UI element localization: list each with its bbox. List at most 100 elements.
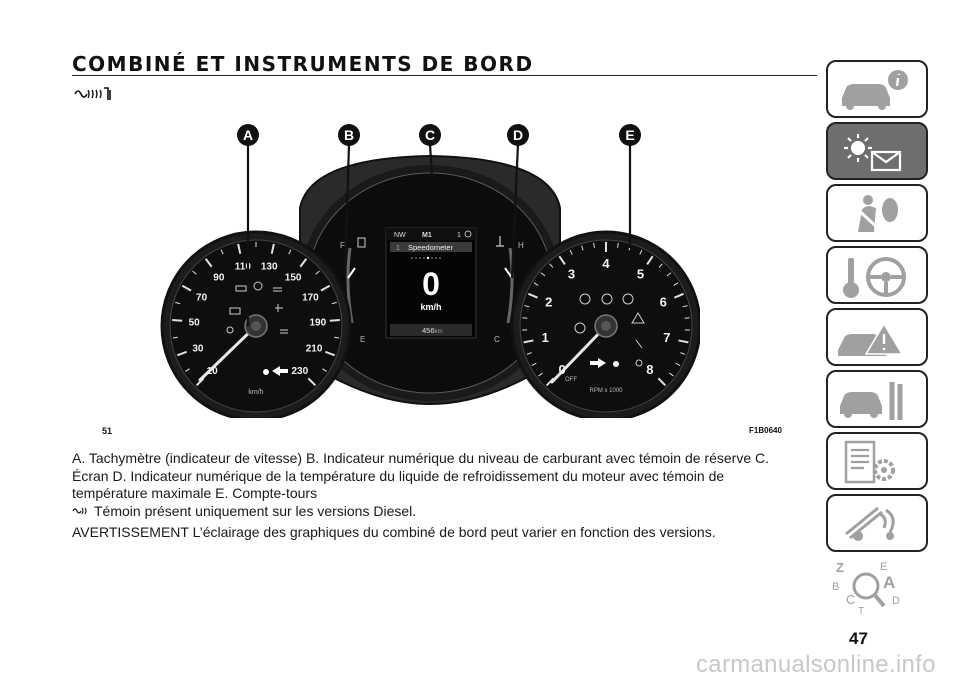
watermark: carmanualsonline.info — [696, 651, 936, 678]
title-rule — [72, 75, 817, 76]
speedometer-label: 170 — [302, 292, 319, 303]
caption-warning: AVERTISSEMENT L’éclairage des graphiques… — [72, 524, 716, 540]
caption-diesel-text: Témoin présent uniquement sur les versio… — [94, 502, 417, 519]
speedometer-label: 110 — [235, 261, 252, 272]
light-icon — [613, 361, 619, 367]
tab-servicing[interactable] — [826, 370, 928, 428]
figure-caption: A. Tachymètre (indicateur de vitesse) B.… — [72, 450, 792, 542]
display-odometer-unit: km — [435, 329, 443, 335]
speedometer-label: 190 — [309, 318, 326, 329]
display-menu-index: 1 — [396, 245, 400, 252]
display-menu-title: Speedometer — [408, 243, 454, 252]
tab-index[interactable]: Z E B A C D T — [826, 556, 928, 616]
speedometer-label: 70 — [196, 292, 208, 303]
car-service-tools-icon — [840, 382, 903, 420]
page-title: COMBINÉ ET INSTRUMENTS DE BORD — [72, 52, 534, 76]
speedometer-warning-icons — [226, 281, 288, 334]
seatbelt-airbag-icon — [852, 195, 898, 232]
display-light-icon — [464, 230, 472, 238]
speedometer-label: 50 — [189, 318, 201, 329]
display-page-dots — [411, 256, 441, 260]
specs-gear-icon — [844, 440, 895, 484]
turn-right-icon — [590, 358, 606, 368]
key-steering-wheel-icon — [843, 257, 906, 298]
display-speed-value: 0 — [422, 266, 440, 302]
tab-safety[interactable] — [826, 184, 928, 242]
tab-starting-driving[interactable] — [826, 246, 928, 304]
turn-left-icon — [272, 366, 288, 376]
speedometer-label: 230 — [291, 366, 308, 377]
fuel-full-label: F — [340, 241, 345, 250]
tachometer-warning-icons — [574, 293, 645, 367]
diesel-glow-plug-icon — [74, 87, 111, 100]
page-number: 47 — [849, 629, 868, 648]
crash-warning-icon — [838, 322, 904, 356]
callout-badge — [619, 124, 641, 146]
tacho-label: 8 — [646, 362, 653, 377]
callout-markers: A B C D E — [237, 124, 641, 146]
index-letter: Z — [836, 560, 844, 575]
tacho-label: 1 — [542, 330, 549, 345]
callout-badge — [419, 124, 441, 146]
tacho-label: 2 — [545, 294, 552, 309]
fuel-pump-icon — [357, 237, 366, 248]
diesel-glow-plug-icon — [72, 507, 87, 515]
index-letter: E — [880, 561, 887, 573]
speedometer-label: 90 — [213, 272, 225, 283]
index-search-icon: Z E B A C D T — [832, 560, 900, 616]
display-speed-unit: km/h — [420, 302, 441, 312]
display-odometer: 456km — [422, 326, 443, 335]
callout-label: C — [425, 127, 435, 143]
speedometer-label: 10 — [207, 366, 219, 377]
fuel-empty-label: E — [360, 335, 365, 344]
caption-main: A. Tachymètre (indicateur de vitesse) B.… — [72, 450, 769, 501]
callout-label: B — [344, 127, 354, 143]
tachometer-unit: RPM x 1000 — [589, 388, 623, 394]
tacho-label: 4 — [602, 256, 610, 271]
dashboard-lights-message-icon — [844, 134, 902, 172]
index-letter: T — [858, 606, 864, 616]
caption-diesel-note: Témoin présent uniquement sur les versio… — [72, 503, 792, 521]
speedometer-unit: km/h — [248, 389, 263, 396]
speedometer-label: 30 — [192, 344, 204, 355]
display-gear: 1 — [457, 232, 461, 239]
temp-hot-label: H — [518, 241, 524, 250]
display-mode: M1 — [422, 232, 432, 239]
tacho-label: 3 — [568, 266, 575, 281]
tab-dashboard-lights[interactable] — [826, 122, 928, 180]
index-letter: A — [883, 573, 895, 592]
light-icon — [263, 369, 269, 375]
car-info-icon — [842, 70, 908, 110]
callout-badge — [237, 124, 259, 146]
index-letter: B — [832, 581, 839, 593]
tab-emergency[interactable] — [826, 308, 928, 366]
callout-label: D — [513, 127, 523, 143]
display-compass: NW — [394, 232, 406, 239]
figure-id-left: 51 — [102, 426, 113, 436]
display-odometer-value: 456 — [422, 326, 435, 335]
tachometer-off-label: OFF — [565, 377, 577, 383]
tachometer-needle — [550, 324, 608, 384]
callout-lines — [246, 143, 632, 326]
figure-id-right: F1B0640 — [749, 426, 782, 435]
callout-badge — [507, 124, 529, 146]
multimedia-icon — [845, 506, 895, 541]
speedometer-needle — [198, 324, 258, 382]
index-letter: C — [846, 592, 855, 607]
callout-label: A — [243, 127, 253, 143]
tab-technical-data[interactable] — [826, 432, 928, 490]
tab-car-info[interactable] — [826, 60, 928, 118]
temp-cold-label: C — [494, 335, 500, 344]
tacho-label: 5 — [637, 266, 644, 281]
speedometer-label: 210 — [306, 344, 323, 355]
coolant-temp-icon — [496, 236, 504, 247]
speedometer-label: 130 — [261, 261, 278, 272]
speedometer-label: 150 — [285, 272, 302, 283]
index-letter: D — [892, 595, 900, 607]
tacho-label: 7 — [663, 330, 670, 345]
tachometer: 012345678 OFF RPM x 1000 — [510, 230, 700, 418]
tab-multimedia[interactable] — [826, 494, 928, 552]
callout-label: E — [625, 127, 634, 143]
instrument-cluster: F E H C NW M1 1 1 Speedometer 0 km/h 456… — [160, 124, 700, 418]
